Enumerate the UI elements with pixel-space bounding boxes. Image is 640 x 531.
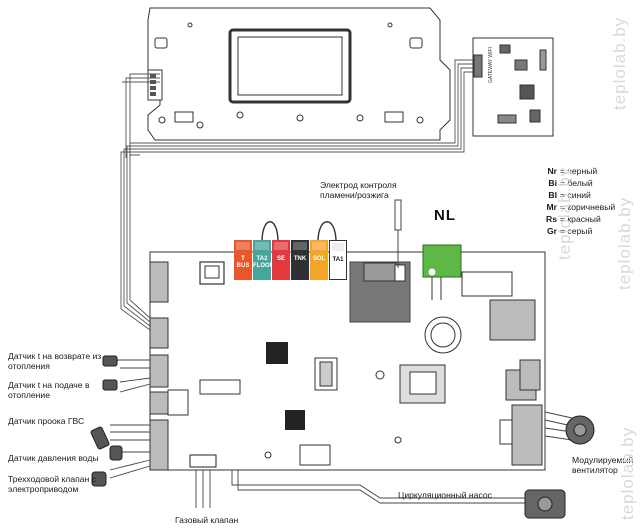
flow-sensor-label: Датчик t на подаче в отопление xyxy=(8,380,90,400)
pump-label: Циркуляционный насос xyxy=(398,490,492,500)
gateway-wifi-board xyxy=(472,37,554,137)
legend-item: Nr= черный xyxy=(535,165,615,177)
legend-desc: = красный xyxy=(560,214,601,224)
terminal-label: SE xyxy=(276,256,285,262)
dhw-flow-label: Датчик проока ГВС xyxy=(8,416,85,426)
flow-sensor-icon xyxy=(102,379,118,391)
electrode-label: Электрод контроля пламени/розжига xyxy=(320,180,397,200)
three-way-valve-label: Трехходовой клапан с электроприводом xyxy=(8,474,96,494)
return-sensor-icon xyxy=(102,355,118,367)
gas-valve-label: Газовый клапан xyxy=(175,515,239,525)
main-board xyxy=(149,251,546,471)
legend-item: Rs= красный xyxy=(535,213,615,225)
cable-bundle-display xyxy=(120,59,473,331)
terminal-tnk: TNK xyxy=(291,240,309,280)
display-connector xyxy=(147,69,163,101)
sensor-devices xyxy=(90,355,595,519)
nl-power-connector xyxy=(422,244,462,300)
terminal-se: SE xyxy=(272,240,290,280)
legend-item: Bi= белый xyxy=(535,177,615,189)
terminal-sol: SOL xyxy=(310,240,328,280)
terminal-label-top: T xyxy=(241,256,245,262)
legend-item: Gr= серый xyxy=(535,225,615,237)
legend-code: Gr xyxy=(546,226,557,236)
watermark-4: teplolab.by xyxy=(555,166,574,260)
legend-code: Nr xyxy=(547,166,557,176)
pressure-label: Датчик давления воды xyxy=(8,453,99,463)
legend-desc: = синий xyxy=(560,190,591,200)
fan-label: Модулируемый вентилятор xyxy=(572,455,634,475)
legend-code: Bl xyxy=(548,190,557,200)
legend-code: Mr xyxy=(546,202,557,212)
terminal-jumpers xyxy=(261,221,337,243)
legend-code: Bi xyxy=(548,178,557,188)
legend-desc: = коричневый xyxy=(560,202,616,212)
legend-desc: = черный xyxy=(560,166,598,176)
left-connectors xyxy=(149,261,169,471)
legend-item: Mr= коричневый xyxy=(535,201,615,213)
watermark-3: teplolab.by xyxy=(618,426,637,520)
terminal-label: TA1 xyxy=(332,257,344,263)
legend-desc: = белый xyxy=(560,178,593,188)
terminal-label: TNK xyxy=(293,256,307,262)
watermark: teplolab.by xyxy=(610,16,629,110)
right-connectors xyxy=(511,359,543,466)
return-sensor-label: Датчик t на возврате из отопления xyxy=(8,351,102,371)
terminal-label: BUS xyxy=(236,263,250,269)
terminal-label: SOL xyxy=(312,256,326,262)
display-panel xyxy=(147,7,451,141)
watermark-2: teplolab.by xyxy=(615,196,634,290)
legend-item: Bl= синий xyxy=(535,189,615,201)
terminal-label-top: TA2 xyxy=(256,256,268,262)
electrode-wire xyxy=(394,199,402,268)
legend-desc: = серый xyxy=(560,226,593,236)
board-chips xyxy=(266,342,537,430)
dhw-sensor-icon xyxy=(90,426,110,450)
terminal-ta1: TA1 xyxy=(329,240,347,280)
pressure-sensor-icon xyxy=(109,445,123,461)
three-way-valve-icon xyxy=(91,471,107,487)
external-wires xyxy=(109,359,573,508)
nl-label: NL xyxy=(434,207,456,224)
gateway-label: GATEWAY WIFI xyxy=(488,47,494,83)
terminal-label: FLOOR xyxy=(253,263,274,269)
gas-valve-connector-icon xyxy=(189,454,217,468)
legend-code: Rs xyxy=(546,214,557,224)
